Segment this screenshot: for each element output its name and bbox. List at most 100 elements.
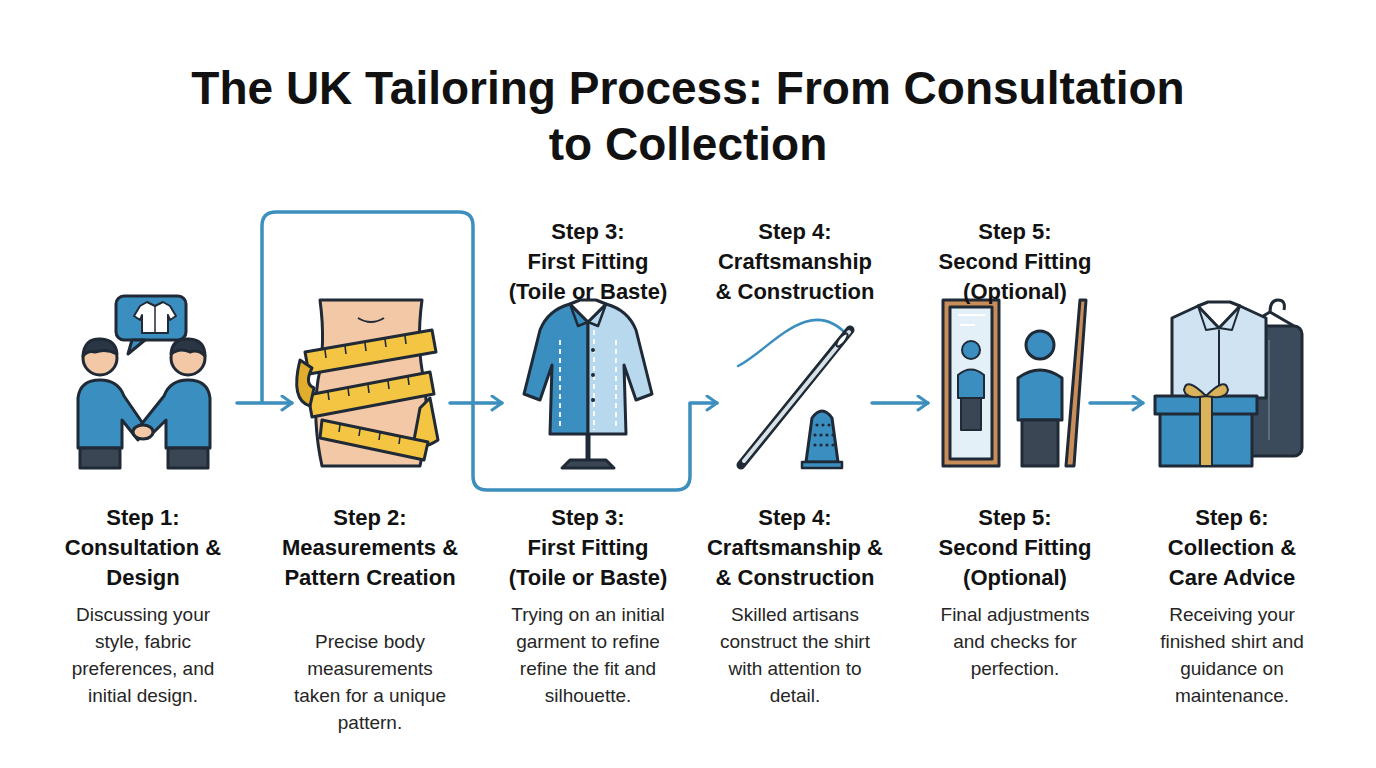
needle-icon-part bbox=[741, 330, 850, 465]
mirror-icon bbox=[943, 300, 1086, 466]
text-line: measurements bbox=[230, 655, 510, 682]
text-line: Discussing your bbox=[3, 601, 283, 628]
flow-arrow bbox=[237, 401, 292, 405]
mirror-icon-part bbox=[1022, 420, 1058, 466]
needle-icon-part-part bbox=[831, 443, 834, 446]
tape-measure-icon-part-part bbox=[325, 336, 406, 358]
tape-measure-icon-part bbox=[305, 330, 436, 374]
collection-icon-part bbox=[1198, 306, 1240, 330]
needle-icon-part bbox=[806, 411, 838, 462]
step-node: Step 1: Consultation & DesignDiscussing … bbox=[40, 310, 237, 496]
text-line: Collection & bbox=[1092, 533, 1372, 563]
step-node: Step 3: First Fitting (Toile or Baste)St… bbox=[502, 310, 690, 496]
step-heading: Step 2: Measurements & Pattern Creation bbox=[230, 503, 510, 593]
collection-icon-part bbox=[1184, 384, 1228, 397]
needle-icon-part-part bbox=[819, 443, 822, 446]
mirror-icon-part bbox=[943, 300, 999, 466]
needle-icon-part-part bbox=[831, 433, 834, 436]
text-line: Step 6: bbox=[1092, 503, 1372, 533]
text-line: Final adjustments bbox=[875, 601, 1155, 628]
step-description: Receiving your finished shirt and guidan… bbox=[1092, 601, 1372, 709]
step-heading: Step 4: Craftsmanship & & Construction bbox=[655, 503, 935, 593]
text-line: Step 2: bbox=[230, 503, 510, 533]
handshake-icon-part bbox=[154, 306, 156, 333]
step-heading: Step 5: Second Fitting (Optional) bbox=[875, 217, 1155, 307]
step-heading: Step 4: Craftsmanship & Construction bbox=[655, 217, 935, 307]
tape-measure-icon-part bbox=[308, 372, 434, 417]
needle-icon-part bbox=[813, 423, 834, 446]
text-line: guidance on bbox=[1092, 655, 1372, 682]
text-line: preferences, and bbox=[3, 655, 283, 682]
text-line: silhouette. bbox=[448, 682, 728, 709]
tape-measure-icon-part bbox=[297, 360, 314, 406]
handshake-icon-part bbox=[133, 425, 153, 439]
text-line: maintenance. bbox=[1092, 682, 1372, 709]
needle-icon-part bbox=[744, 332, 849, 461]
toile-shirt-icon-part bbox=[570, 304, 606, 326]
mirror-icon-part bbox=[1026, 331, 1054, 359]
text-line: (Optional) bbox=[875, 277, 1155, 307]
mirror-icon-part bbox=[950, 307, 992, 459]
text-line: The UK Tailoring Process: bbox=[191, 62, 775, 114]
needle-icon bbox=[738, 320, 850, 468]
needle-icon-part-part bbox=[827, 423, 830, 426]
tape-measure-icon-part bbox=[320, 420, 428, 460]
collection-icon-part bbox=[1268, 340, 1270, 440]
text-line: & Construction bbox=[655, 277, 935, 307]
text-line: and checks for bbox=[875, 628, 1155, 655]
tape-measure-icon bbox=[297, 300, 438, 466]
step-node: Step 6: Collection & Care AdviceReceivin… bbox=[1143, 310, 1330, 496]
tape-measure-icon-part-part bbox=[328, 377, 409, 400]
text-line: Measurements & bbox=[230, 533, 510, 563]
text-line: Design bbox=[3, 563, 283, 593]
mirror-icon-part bbox=[958, 370, 984, 399]
text-line: Step 3: bbox=[448, 503, 728, 533]
text-line: Skilled artisans bbox=[655, 601, 935, 628]
toile-shirt-icon-part bbox=[591, 373, 595, 377]
step-description: Trying on an initial garment to refine r… bbox=[448, 601, 728, 709]
text-line: (Toile or Baste) bbox=[448, 563, 728, 593]
text-line: (Optional) bbox=[875, 563, 1155, 593]
tape-measure-icon-part-part bbox=[339, 425, 400, 444]
text-line: & Construction bbox=[655, 563, 935, 593]
text-line: Craftsmanship & bbox=[655, 533, 935, 563]
needle-icon-part-part bbox=[819, 433, 822, 436]
needle-icon-part-part bbox=[821, 423, 824, 426]
needle-icon-part-part bbox=[813, 443, 816, 446]
text-line: Second Fitting bbox=[875, 247, 1155, 277]
text-line: refine the fit and bbox=[448, 655, 728, 682]
needle-icon-part-part bbox=[815, 423, 818, 426]
text-line: Precise body bbox=[230, 628, 510, 655]
step-heading: Step 3: First Fitting (Toile or Baste) bbox=[448, 503, 728, 593]
text-line: construct the shirt bbox=[655, 628, 935, 655]
tape-measure-icon-part bbox=[358, 318, 384, 322]
text-line: Care Advice bbox=[1092, 563, 1372, 593]
handshake-icon bbox=[78, 296, 210, 468]
needle-icon-part-part bbox=[813, 433, 816, 436]
step-heading: Step 6: Collection & Care Advice bbox=[1092, 503, 1372, 593]
flow-arrow bbox=[450, 401, 502, 405]
toile-shirt-icon-part bbox=[560, 330, 616, 430]
needle-icon-part-part bbox=[825, 443, 828, 446]
text-line: initial design. bbox=[3, 682, 283, 709]
text-line: Step 4: bbox=[655, 217, 935, 247]
text-line: finished shirt and bbox=[1092, 628, 1372, 655]
collection-icon-part bbox=[1270, 300, 1284, 312]
text-line: Receiving your bbox=[1092, 601, 1372, 628]
step-node: Step 2: Measurements & Pattern CreationP… bbox=[292, 310, 450, 496]
tape-measure-icon-part bbox=[325, 336, 409, 444]
step-node: Step 5: Second Fitting (Optional)Step 5:… bbox=[928, 310, 1090, 496]
mirror-icon-part bbox=[1066, 300, 1086, 466]
step-description: Final adjustments and checks for perfect… bbox=[875, 601, 1155, 682]
handshake-icon-part bbox=[134, 302, 176, 333]
toile-shirt-icon-part bbox=[591, 398, 595, 402]
step-description: Skilled artisans construct the shirt wit… bbox=[655, 601, 935, 709]
handshake-icon-part bbox=[128, 340, 145, 354]
step-node: Step 4: Craftsmanship & ConstructionStep… bbox=[717, 310, 872, 496]
text-line: Craftsmanship bbox=[655, 247, 935, 277]
text-line: Second Fitting bbox=[875, 533, 1155, 563]
